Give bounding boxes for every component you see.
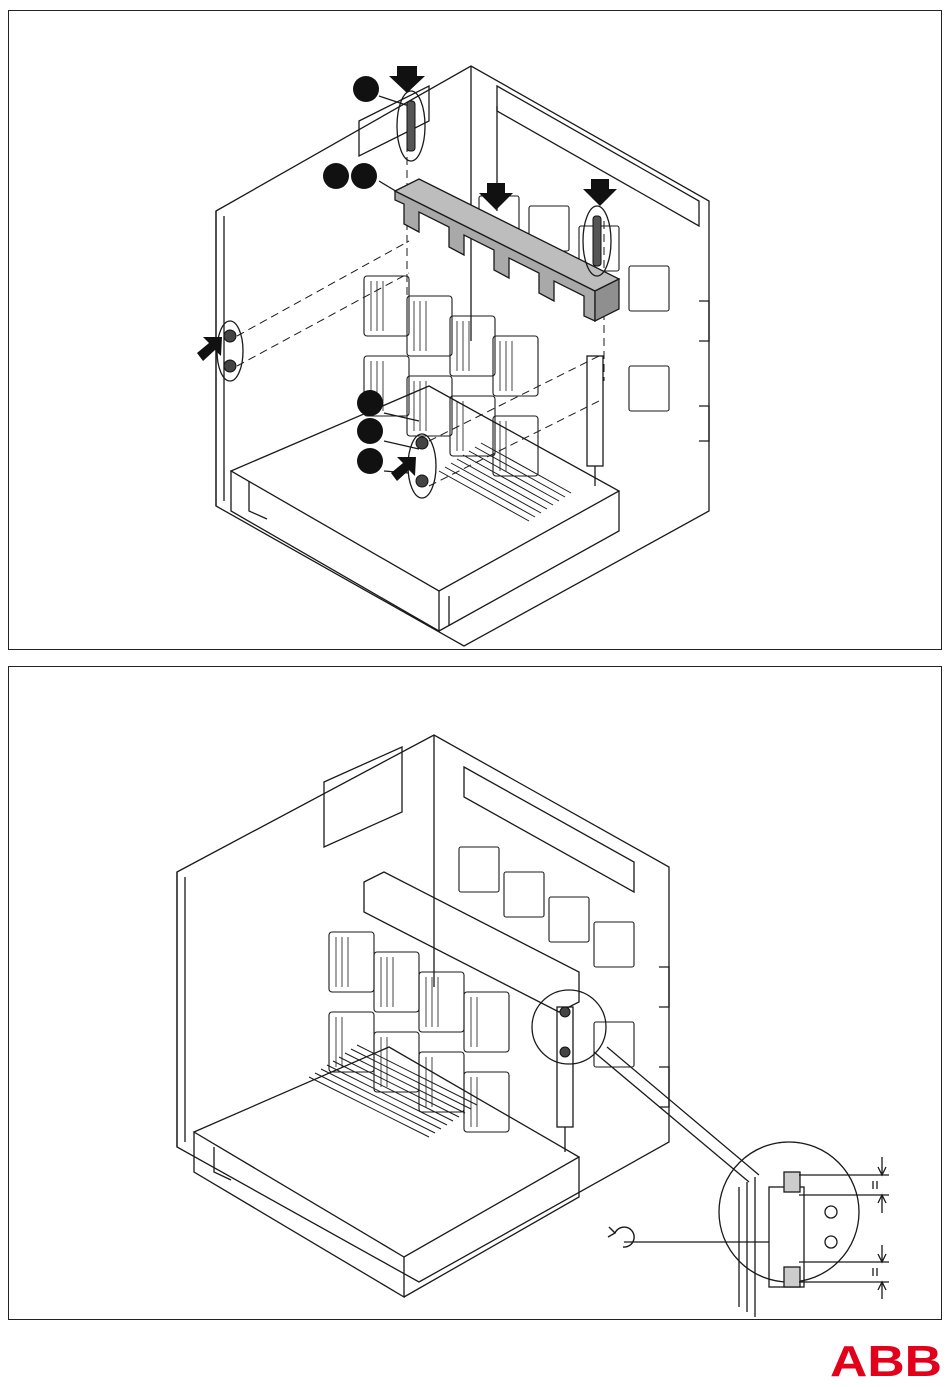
nut-icon [224, 360, 236, 372]
callout-marker [323, 163, 349, 189]
callout-marker [357, 448, 383, 474]
arrow-right-icon [391, 457, 416, 481]
figure-panel-top [8, 10, 942, 650]
abb-logo: ABB [830, 1338, 942, 1378]
assembly-drawing-bottom [9, 667, 943, 1321]
callout-marker [357, 418, 383, 444]
callout-marker [351, 163, 377, 189]
figure-panel-bottom [8, 666, 942, 1320]
nut-icon [560, 1007, 570, 1017]
arrow-down-icon [479, 183, 513, 210]
nut-icon [416, 475, 428, 487]
nut-icon [560, 1047, 570, 1057]
detail-view-circle [719, 1142, 859, 1282]
stud-icon [407, 101, 415, 151]
callout-marker [357, 390, 383, 416]
arrow-down-icon [583, 179, 617, 206]
arrow-down-icon [389, 66, 425, 93]
arrow-right-icon [197, 337, 222, 361]
callout-markers [323, 76, 383, 474]
rotate-icon [608, 1227, 634, 1247]
logo-text: ABB [830, 1338, 942, 1378]
stud-icon [593, 216, 601, 266]
callout-marker [353, 76, 379, 102]
nut-icon [224, 330, 236, 342]
nut-icon [416, 437, 428, 449]
assembly-drawing-top [9, 11, 943, 651]
